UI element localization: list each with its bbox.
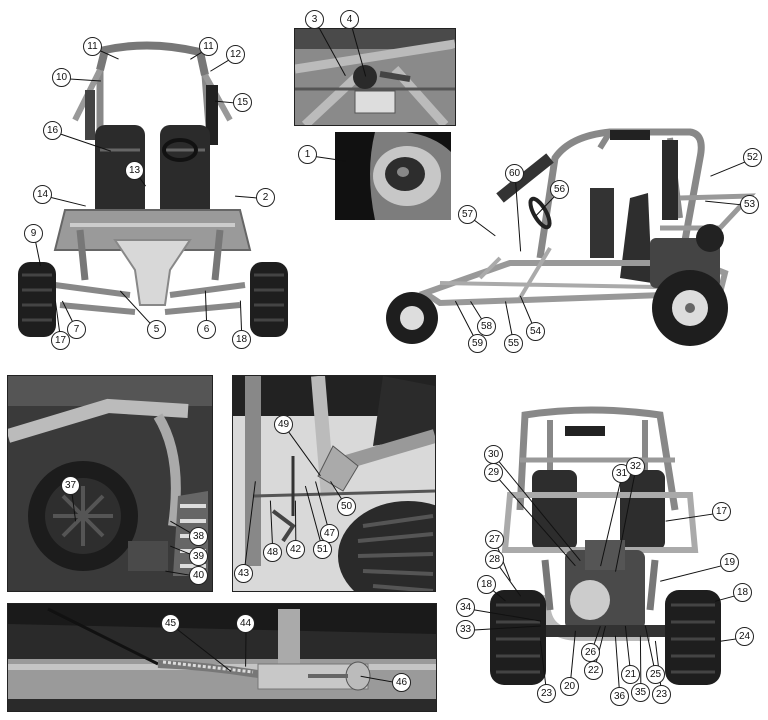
callout-55: 55 [504, 334, 523, 353]
callout-21: 21 [621, 665, 640, 684]
brake-detail-illustration [233, 376, 435, 591]
steering-detail-panel [294, 28, 456, 126]
callout-13: 13 [125, 161, 144, 180]
throttle-detail-illustration [8, 604, 436, 711]
callout-11-right: 11 [199, 37, 218, 56]
callout-59: 59 [468, 334, 487, 353]
throttle-detail-panel [7, 603, 437, 712]
callout-30: 30 [484, 445, 503, 464]
callout-26: 26 [581, 643, 600, 662]
ignition-detail-panel [335, 132, 451, 220]
callout-16: 16 [43, 121, 62, 140]
callout-17-front: 17 [51, 331, 70, 350]
side-view-illustration [386, 128, 756, 346]
callout-46: 46 [392, 673, 411, 692]
callout-44: 44 [236, 614, 255, 633]
callout-5: 5 [147, 320, 166, 339]
callout-39: 39 [189, 547, 208, 566]
callout-4: 4 [340, 10, 359, 29]
callout-51: 51 [313, 540, 332, 559]
callout-60: 60 [505, 164, 524, 183]
callout-50: 50 [337, 497, 356, 516]
side-view-panel [380, 118, 768, 360]
callout-18-front: 18 [232, 330, 251, 349]
steering-detail-illustration [295, 29, 455, 125]
callout-54: 54 [526, 322, 545, 341]
callout-15: 15 [233, 93, 252, 112]
callout-24: 24 [735, 627, 754, 646]
callout-23-right: 23 [652, 685, 671, 704]
callout-40: 40 [189, 566, 208, 585]
callout-18-rear-right: 18 [733, 583, 752, 602]
callout-45: 45 [161, 614, 180, 633]
callout-22: 22 [584, 661, 603, 680]
callout-11-left: 11 [83, 37, 102, 56]
callout-9: 9 [24, 224, 43, 243]
callout-34: 34 [456, 598, 475, 617]
callout-49: 49 [274, 415, 293, 434]
callout-52: 52 [743, 148, 762, 167]
callout-12: 12 [226, 45, 245, 64]
callout-7: 7 [67, 320, 86, 339]
callout-14: 14 [33, 185, 52, 204]
callout-25: 25 [646, 665, 665, 684]
ignition-detail-illustration [335, 132, 451, 220]
callout-48: 48 [263, 543, 282, 562]
callout-19: 19 [720, 553, 739, 572]
callout-37: 37 [61, 476, 80, 495]
callout-58: 58 [477, 317, 496, 336]
callout-43: 43 [234, 564, 253, 583]
callout-20: 20 [560, 677, 579, 696]
callout-6: 6 [197, 320, 216, 339]
brake-detail-panel [232, 375, 436, 592]
callout-56: 56 [550, 180, 569, 199]
callout-2: 2 [256, 188, 275, 207]
callout-35: 35 [631, 683, 650, 702]
callout-3: 3 [305, 10, 324, 29]
callout-57: 57 [458, 205, 477, 224]
front-view-panel [0, 30, 300, 350]
callout-38: 38 [189, 527, 208, 546]
callout-1: 1 [298, 145, 317, 164]
callout-53: 53 [740, 195, 759, 214]
callout-17-rear: 17 [712, 502, 731, 521]
engine-detail-panel [7, 375, 213, 592]
callout-23-left: 23 [537, 684, 556, 703]
callout-18-rear-left: 18 [477, 575, 496, 594]
callout-32: 32 [626, 457, 645, 476]
callout-27: 27 [485, 530, 504, 549]
callout-29: 29 [484, 463, 503, 482]
engine-detail-illustration [8, 376, 212, 591]
callout-42: 42 [286, 540, 305, 559]
callout-28: 28 [485, 550, 504, 569]
callout-33: 33 [456, 620, 475, 639]
front-view-illustration [18, 41, 288, 337]
callout-10: 10 [52, 68, 71, 87]
callout-36: 36 [610, 687, 629, 706]
